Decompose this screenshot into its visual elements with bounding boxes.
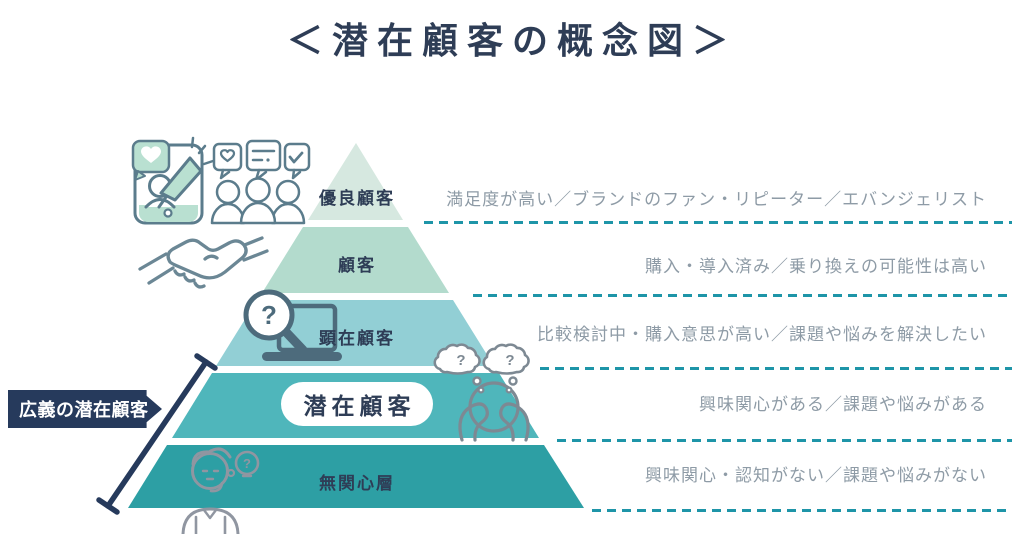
search-laptop-icon: ? — [243, 289, 342, 361]
dashed-line-1 — [424, 221, 1012, 224]
idea-question-glyph: ? — [243, 456, 251, 471]
level-2-label: 顧客 — [338, 256, 376, 275]
range-bracket — [96, 353, 218, 515]
pyramid-level-5-shape — [128, 445, 584, 508]
bracket-top-cap — [194, 353, 218, 371]
thought-question-glyph: ? — [456, 352, 465, 369]
worried-person-icon: ? ? — [433, 343, 530, 442]
level-2-description: 購入・導入済み／乗り換えの可能性は高い — [645, 257, 987, 276]
level-4-label: 潜在顧客 — [303, 393, 416, 419]
dashed-line-3 — [540, 367, 1012, 370]
side-label-text: 広義の潜在顧客 — [19, 400, 149, 420]
dashed-line-4 — [557, 439, 1012, 442]
thinking-person-icon: ? — [181, 447, 260, 534]
level-1-description: 満足度が高い／ブランドのファン・リピーター／エバンジェリスト — [446, 190, 987, 209]
broad-latent-customer-arrow-label: 広義の潜在顧客 — [8, 390, 162, 428]
level-4-description: 興味関心がある／課題や悩みがある — [699, 395, 987, 414]
level-3-description: 比較検討中・購入意思が高い／課題や悩みを解決したい — [537, 325, 987, 344]
level-1-label: 優良顧客 — [319, 189, 395, 208]
dashed-line-2 — [473, 294, 1012, 297]
dashed-line-5 — [592, 509, 1012, 512]
bracket-line — [105, 359, 209, 509]
level-3-label: 顕在顧客 — [319, 329, 395, 348]
level-4-highlight-pill: 潜在顧客 — [281, 382, 433, 426]
bracket-bottom-cap — [96, 497, 120, 515]
magnifier-question-glyph: ? — [261, 300, 277, 330]
audience-feedback-icon — [210, 139, 311, 225]
thought-question-glyph: ? — [505, 352, 514, 369]
smartphone-megaphone-icon — [131, 136, 215, 225]
handshake-icon — [138, 236, 269, 289]
pyramid-level-1-shape — [308, 143, 403, 220]
page-title: ＜潜在顧客の概念図＞ — [286, 20, 737, 61]
level-5-description: 興味関心・認知がない／課題や悩みがない — [645, 466, 987, 485]
level-5-label: 無関心層 — [319, 474, 395, 493]
pyramid-level-2-shape — [262, 227, 449, 293]
